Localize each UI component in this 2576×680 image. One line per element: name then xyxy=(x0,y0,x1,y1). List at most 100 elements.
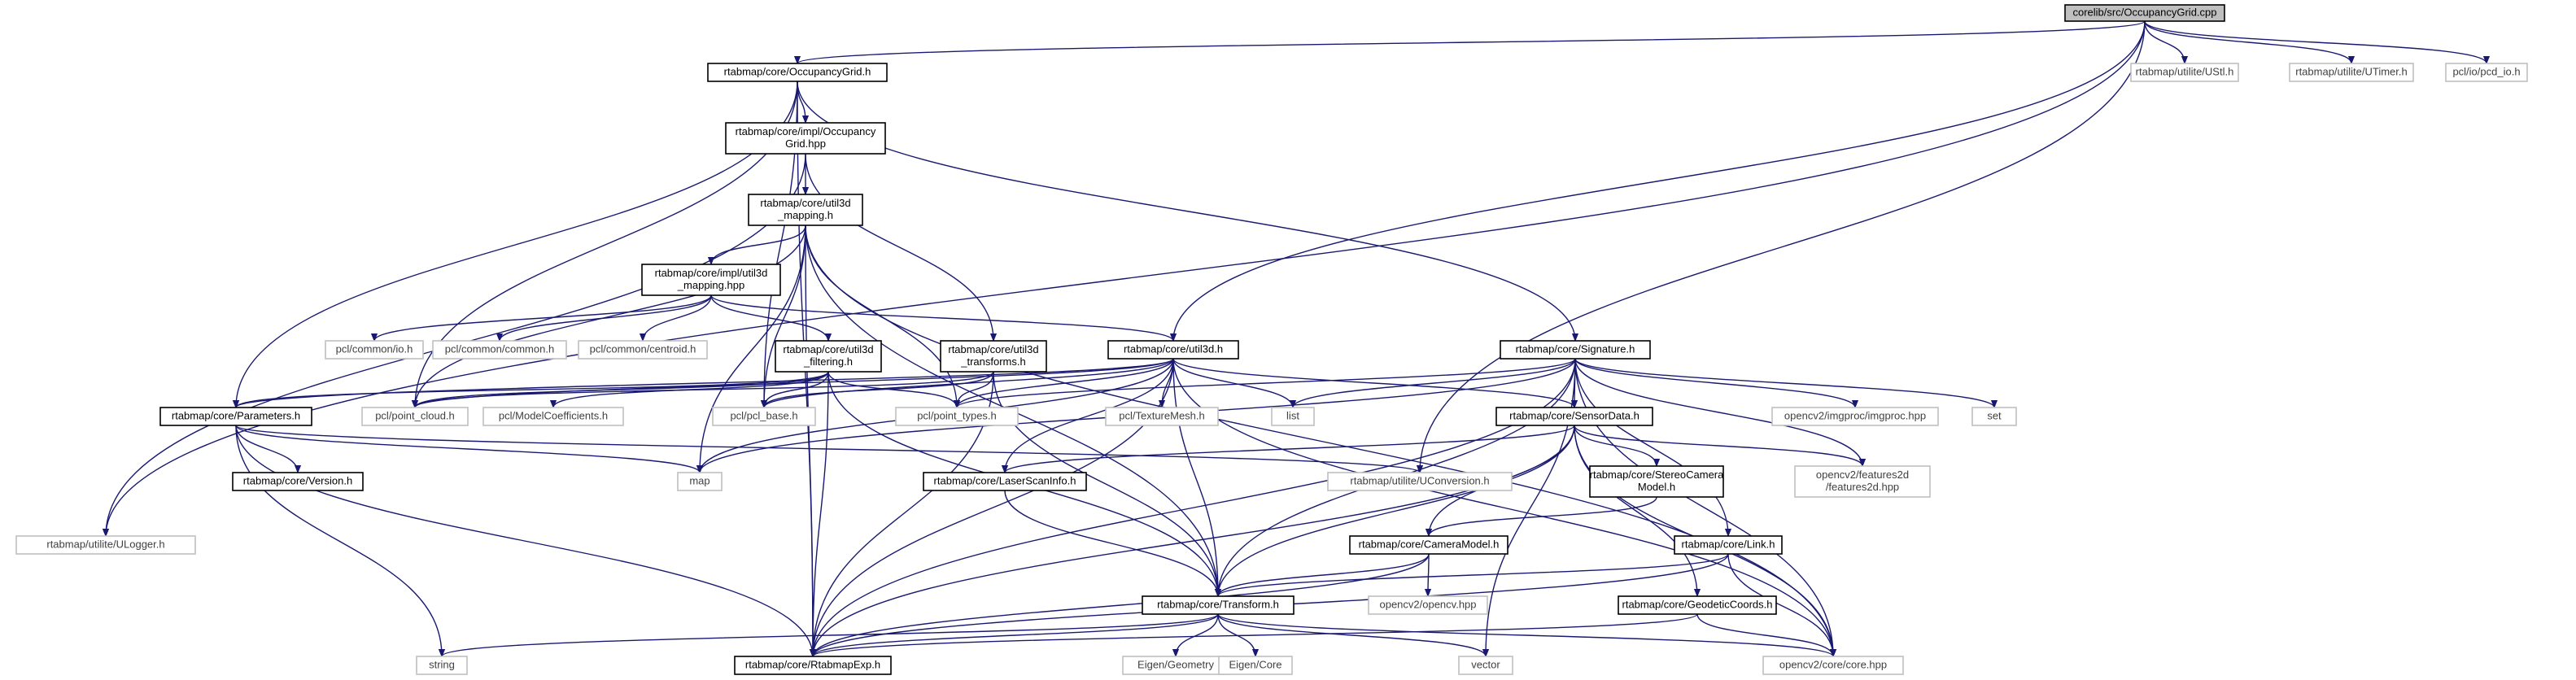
node-rtabmap-core-parameters-h[interactable]: rtabmap/core/Parameters.h xyxy=(159,407,312,426)
edge-parameters-to-rtabmapexp xyxy=(235,425,813,656)
edge-cameramodel-to-opencvhpp xyxy=(1428,553,1429,596)
node-corelib-src-occupancygrid-cpp[interactable]: corelib/src/OccupancyGrid.cpp xyxy=(2064,4,2225,22)
edge-root-to-ulogger xyxy=(106,20,2146,536)
edge-parameters-to-uconversion xyxy=(235,425,1420,473)
node-label: rtabmap/core/util3d xyxy=(760,197,850,209)
edge-mappinghpp-to-pclio xyxy=(374,294,712,342)
edge-mapping-to-rtabmapexp xyxy=(805,224,813,656)
node-label: rtabmap/core/GeodeticCoords.h xyxy=(1622,598,1773,610)
edge-cameramodel-to-transform xyxy=(1218,553,1430,597)
node-box xyxy=(940,340,1047,373)
node-rtabmap-utilite-utimer-h: rtabmap/utilite/UTimer.h xyxy=(2289,63,2414,82)
edge-root-to-pcdio xyxy=(2144,20,2486,64)
node-rtabmap-core-laserscaninfo-h[interactable]: rtabmap/core/LaserScanInfo.h xyxy=(923,472,1087,491)
node-label: opencv2/features2d xyxy=(1816,469,1909,481)
node-box xyxy=(159,407,312,426)
nodes-layer: corelib/src/OccupancyGrid.cpp rtabmap/cor… xyxy=(15,4,2528,675)
node-rtabmap-core-sensordata-h[interactable]: rtabmap/core/SensorData.h xyxy=(1495,407,1653,426)
node-label: rtabmap/core/LaserScanInfo.h xyxy=(934,474,1076,486)
node-label: Model.h xyxy=(1638,481,1675,493)
edge-geodetic-to-cvcore xyxy=(1696,613,1833,657)
node-opencv2-opencv-hpp: opencv2/opencv.hpp xyxy=(1368,595,1488,615)
node-label: list xyxy=(1286,409,1299,421)
edge-mapping-to-pclbase xyxy=(764,224,806,408)
edge-root-to-ustl xyxy=(2144,20,2185,64)
node-rtabmap-core-geodeticcoords-h[interactable]: rtabmap/core/GeodeticCoords.h xyxy=(1618,595,1777,615)
node-pcl-common-centroid-h: pcl/common/centroid.h xyxy=(578,340,708,360)
node-label: rtabmap/core/Transform.h xyxy=(1157,598,1279,610)
node-rtabmap-core-impl-util3d-mapping-hpp[interactable]: rtabmap/core/impl/util3d_mapping.hpp xyxy=(641,264,781,296)
node-box xyxy=(707,63,888,82)
node-label: opencv2/core/core.hpp xyxy=(1779,658,1887,670)
node-box xyxy=(775,340,882,373)
edge-sensordata-to-laserscaninfo xyxy=(1005,425,1575,473)
node-label: pcl/point_types.h xyxy=(917,409,997,421)
edge-signature-to-link xyxy=(1574,358,1728,536)
node-box xyxy=(1349,535,1508,555)
node-pcl-modelcoefficients-h: pcl/ModelCoefficients.h xyxy=(482,407,624,426)
edge-util3d-to-pointcloud xyxy=(415,358,1174,408)
node-box xyxy=(1971,407,2017,426)
node-label: rtabmap/core/Link.h xyxy=(1682,538,1775,550)
edge-link-to-transform xyxy=(1218,553,1729,597)
node-box xyxy=(2064,4,2225,22)
node-label: rtabmap/utilite/UTimer.h xyxy=(2295,65,2408,77)
node-opencv2-features2d-features2d-hpp: opencv2/features2d/features2d.hpp xyxy=(1794,465,1931,498)
node-rtabmap-core-impl-occupancygrid-hpp[interactable]: rtabmap/core/impl/OccupancyGrid.hpp xyxy=(725,122,886,155)
node-box xyxy=(1142,595,1295,615)
node-rtabmap-core-transform-h[interactable]: rtabmap/core/Transform.h xyxy=(1142,595,1295,615)
node-box xyxy=(1105,407,1219,426)
node-rtabmap-core-rtabmapexp-h[interactable]: rtabmap/core/RtabmapExp.h xyxy=(734,656,892,675)
node-rtabmap-core-signature-h[interactable]: rtabmap/core/Signature.h xyxy=(1500,340,1651,360)
node-rtabmap-core-util3d-mapping-h[interactable]: rtabmap/core/util3d_mapping.h xyxy=(748,194,863,226)
node-rtabmap-core-util3d-transforms-h[interactable]: rtabmap/core/util3d_transforms.h xyxy=(940,340,1047,373)
node-list: list xyxy=(1271,407,1315,426)
edge-occgrid-to-signature xyxy=(797,81,1575,341)
node-box xyxy=(1500,340,1651,360)
edge-signature-to-set xyxy=(1574,358,1994,408)
node-rtabmap-core-link-h[interactable]: rtabmap/core/Link.h xyxy=(1674,535,1783,555)
node-label: pcl/ModelCoefficients.h xyxy=(499,409,608,421)
edge-signature-to-pointtypes xyxy=(957,358,1576,408)
node-rtabmap-core-util3d-h[interactable]: rtabmap/core/util3d.h xyxy=(1107,340,1239,360)
edge-transform-to-rtabmapexp xyxy=(813,613,1219,657)
node-box xyxy=(923,472,1087,491)
node-box xyxy=(232,472,364,491)
node-box xyxy=(361,407,469,426)
edge-mapping-to-pointcloud xyxy=(415,224,806,408)
node-eigen-geometry: Eigen/Geometry xyxy=(1122,656,1229,675)
edge-util3d-to-pclbase xyxy=(764,358,1174,408)
node-box xyxy=(1218,656,1293,675)
node-label: pcl/common/common.h xyxy=(445,342,554,355)
node-box xyxy=(482,407,624,426)
edge-transform-to-cvcore xyxy=(1217,613,1833,657)
node-rtabmap-core-occupancygrid-h[interactable]: rtabmap/core/OccupancyGrid.h xyxy=(707,63,888,82)
edge-sensordata-to-features2d xyxy=(1574,425,1862,467)
node-label: Grid.hpp xyxy=(785,137,826,150)
node-rtabmap-core-version-h[interactable]: rtabmap/core/Version.h xyxy=(232,472,364,491)
edge-filtering-to-pointtypes xyxy=(827,371,957,408)
edge-occgridhpp-to-transforms xyxy=(805,153,993,341)
node-rtabmap-core-cameramodel-h[interactable]: rtabmap/core/CameraModel.h xyxy=(1349,535,1508,555)
node-label: pcl/io/pcd_io.h xyxy=(2452,65,2520,77)
node-box xyxy=(1762,656,1904,675)
node-box xyxy=(416,656,468,675)
node-label: rtabmap/utilite/ULogger.h xyxy=(46,538,164,550)
node-box xyxy=(1618,595,1777,615)
edge-util3d-to-rtabmapexp xyxy=(813,358,1174,656)
node-label: rtabmap/core/util3d xyxy=(948,343,1038,355)
edge-geodetic-to-rtabmapexp xyxy=(813,613,1698,657)
node-label: /features2d.hpp xyxy=(1826,481,1899,493)
node-box xyxy=(1495,407,1653,426)
node-eigen-core: Eigen/Core xyxy=(1218,656,1293,675)
edge-util3d-to-texturemesh xyxy=(1162,358,1174,408)
edge-sensordata-to-transform xyxy=(1218,425,1575,596)
node-rtabmap-core-util3d-filtering-h[interactable]: rtabmap/core/util3d_filtering.h xyxy=(775,340,882,373)
edge-transform-to-vector xyxy=(1217,613,1486,657)
edge-mappinghpp-to-pclcentroid xyxy=(643,294,712,342)
node-box xyxy=(578,340,708,360)
node-label: rtabmap/core/CameraModel.h xyxy=(1359,538,1500,550)
edge-cameramodel-to-rtabmapexp xyxy=(813,553,1430,657)
edge-root-to-occgrid xyxy=(797,20,2146,64)
